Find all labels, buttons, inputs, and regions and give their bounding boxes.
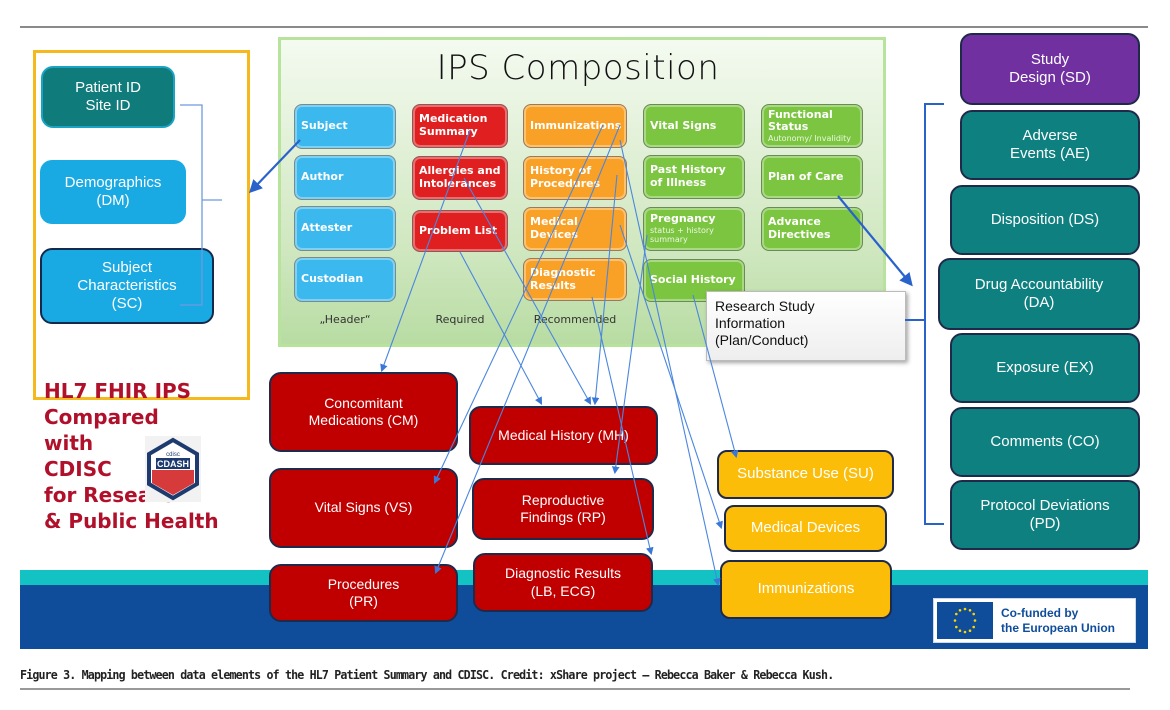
ips-tile-problem-list: Problem List bbox=[412, 210, 508, 252]
tile-label: Author bbox=[301, 170, 344, 184]
cdisc-concomitant-medications: Concomitant Medications (CM) bbox=[269, 372, 458, 452]
column-label-recommended: Recommended bbox=[533, 313, 617, 326]
ips-tile-vital-signs: Vital Signs bbox=[643, 104, 745, 148]
tile-label: Medical Devices bbox=[530, 215, 579, 241]
box-patient-site-id: Patient ID Site ID bbox=[41, 66, 175, 128]
ips-tile-medical-devices: Medical Devices bbox=[523, 207, 627, 251]
tile-label: Custodian bbox=[301, 272, 364, 286]
eu-cofunded-text: Co-funded by the European Union bbox=[1001, 605, 1115, 635]
ips-tile-diagnostic-results: Diagnostic Results bbox=[523, 258, 627, 301]
eu-flag-icon bbox=[937, 602, 993, 639]
box-demographics: Demographics (DM) bbox=[40, 160, 186, 224]
hl7-fhir-comparison-title: HL7 FHIR IPS Compared with CDISC for Res… bbox=[44, 379, 219, 533]
cdash-badge-top-text: cdisc bbox=[166, 452, 180, 458]
ips-tile-plan-of-care: Plan of Care bbox=[761, 155, 863, 199]
cdash-badge-label: CDASH bbox=[157, 459, 189, 469]
ips-title: IPS Composition bbox=[436, 48, 720, 88]
cdisc-disposition: Disposition (DS) bbox=[950, 185, 1140, 255]
tile-label: Immunizations bbox=[530, 118, 622, 132]
cdisc-protocol-deviations: Protocol Deviations (PD) bbox=[950, 480, 1140, 550]
tile-sublabel: status + history summary bbox=[650, 226, 714, 245]
tile-label: Functional Status bbox=[768, 107, 833, 134]
ips-tile-history-procedures: History of Procedures bbox=[523, 156, 627, 200]
box-subject-characteristics: Subject Characteristics (SC) bbox=[40, 248, 214, 324]
eu-cofunded-logo: Co-funded by the European Union bbox=[933, 598, 1136, 643]
ips-tile-author: Author bbox=[294, 155, 396, 200]
cdisc-substance-use: Substance Use (SU) bbox=[717, 450, 894, 499]
cdisc-adverse-events: Adverse Events (AE) bbox=[960, 110, 1140, 180]
tile-label: Medication Summary bbox=[419, 112, 488, 138]
caption-rule bbox=[20, 688, 1130, 690]
cdisc-comments: Comments (CO) bbox=[950, 407, 1140, 477]
cdisc-procedures: Procedures (PR) bbox=[269, 564, 458, 622]
cdisc-medical-devices: Medical Devices bbox=[724, 505, 887, 552]
tile-label: Past History of Illness bbox=[650, 163, 726, 189]
cdash-badge-icon: cdisc CDASH bbox=[145, 436, 201, 502]
ips-tile-allergies: Allergies and Intolerances bbox=[412, 156, 508, 200]
ips-tile-advance-directives: Advance Directives bbox=[761, 207, 863, 251]
column-label-required: Required bbox=[435, 313, 485, 326]
tile-label: Subject bbox=[301, 119, 348, 133]
ips-tile-custodian: Custodian bbox=[294, 257, 396, 302]
top-rule bbox=[20, 26, 1148, 28]
cdisc-drug-accountability: Drug Accountability (DA) bbox=[938, 258, 1140, 330]
ips-tile-medication-summary: Medication Summary bbox=[412, 104, 508, 148]
tile-label: Allergies and Intolerances bbox=[419, 164, 501, 190]
ips-tile-past-history-illness: Past History of Illness bbox=[643, 155, 745, 199]
cdisc-reproductive-findings: Reproductive Findings (RP) bbox=[472, 478, 654, 540]
tile-label: Plan of Care bbox=[768, 169, 844, 183]
tile-label: Attester bbox=[301, 221, 353, 235]
cdisc-diagnostic-results: Diagnostic Results (LB, ECG) bbox=[473, 553, 653, 612]
cdisc-vital-signs: Vital Signs (VS) bbox=[269, 468, 458, 548]
cdisc-study-design: Study Design (SD) bbox=[960, 33, 1140, 105]
tile-label: Vital Signs bbox=[650, 118, 717, 132]
cdisc-medical-history: Medical History (MH) bbox=[469, 406, 658, 465]
figure-caption: Figure 3. Mapping between data elements … bbox=[20, 667, 834, 682]
tile-label: Social History bbox=[650, 273, 736, 287]
tile-label: History of Procedures bbox=[530, 164, 601, 190]
cdisc-immunizations: Immunizations bbox=[720, 560, 892, 619]
tile-label: Problem List bbox=[419, 223, 498, 237]
tile-label: Diagnostic Results bbox=[530, 265, 596, 292]
tile-sublabel: Autonomy/ Invalidity bbox=[768, 134, 851, 144]
tile-label: Advance Directives bbox=[768, 215, 831, 241]
research-study-info-box: Research Study Information (Plan/Conduct… bbox=[706, 291, 906, 361]
ips-tile-attester: Attester bbox=[294, 206, 396, 251]
ips-tile-immunizations: Immunizations bbox=[523, 104, 627, 148]
column-label-header: „Header“ bbox=[319, 313, 371, 326]
ips-tile-subject: Subject bbox=[294, 104, 396, 149]
tile-label: Pregnancy bbox=[650, 212, 716, 226]
cdisc-exposure: Exposure (EX) bbox=[950, 333, 1140, 403]
